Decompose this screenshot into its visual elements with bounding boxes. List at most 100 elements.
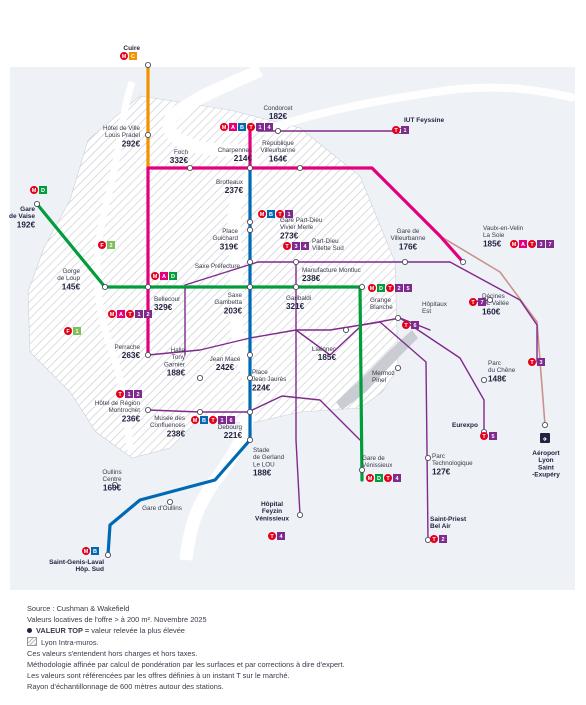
legend-note-4: Rayon d'échantillonnage de 600 mètres au… [27, 682, 224, 692]
line-tram-t3 [257, 261, 538, 363]
legend-note-2: Méthodologie affinée par calcul de pondé… [27, 660, 345, 670]
station-name-bellecour: Bellecour [154, 296, 180, 303]
svg-text:1: 1 [127, 392, 130, 398]
svg-text:5: 5 [406, 286, 409, 292]
legend-note-3: Les valeurs sont référencées par les off… [27, 671, 290, 681]
station-price-condorcet: 182€ [269, 112, 288, 121]
svg-text:4: 4 [279, 534, 283, 540]
svg-text:T: T [278, 212, 282, 218]
badge-a: A [229, 123, 237, 131]
badge-t: T [430, 535, 438, 543]
svg-text:3: 3 [539, 360, 542, 366]
station-marker-stade [246, 436, 253, 443]
svg-text:2: 2 [146, 312, 149, 318]
badge-4: 4 [277, 532, 285, 540]
badge-3: 3 [292, 242, 300, 250]
line-tram-t6 [295, 317, 431, 356]
svg-text:M: M [512, 242, 517, 248]
svg-text:M: M [84, 549, 89, 555]
transit-lines [35, 63, 546, 557]
svg-text:D: D [171, 274, 175, 280]
station-marker-decines [486, 296, 493, 303]
svg-text:3: 3 [294, 244, 297, 250]
svg-text:6: 6 [413, 323, 416, 329]
svg-text:M: M [122, 54, 127, 60]
badge-m: M [108, 310, 116, 318]
badge-m: M [82, 547, 90, 555]
station-name-montluc: Manufacture Montluc [302, 267, 361, 274]
gray-rail-band [336, 330, 418, 410]
badge-m: M [258, 210, 266, 218]
svg-text:T: T [471, 300, 475, 306]
legend-intramuros-text: Lyon Intra-muros. [41, 637, 99, 647]
badge-t: T [386, 284, 394, 292]
svg-text:D: D [41, 188, 45, 194]
station-name-gare_oullins: Gare d'Oullins [142, 505, 182, 512]
svg-text:C: C [131, 54, 135, 60]
station-price-republique: 164€ [269, 154, 288, 163]
station-price-hdv: 292€ [122, 139, 141, 148]
canal-est [258, 83, 576, 136]
badge-c: C [129, 52, 137, 60]
badge-2: 2 [395, 284, 403, 292]
badge-b: B [267, 210, 275, 218]
svg-text:A: A [162, 274, 166, 280]
legend-top-text: valeur relevée la plus élevée [89, 626, 185, 636]
badge-m: M [220, 123, 228, 131]
badge-6: 6 [227, 416, 235, 424]
station-price-parc_techno: 127€ [432, 467, 451, 476]
badge-1: 1 [135, 310, 143, 318]
station-marker-vaulx [459, 258, 466, 265]
badge-d: D [39, 186, 47, 194]
svg-text:T: T [118, 392, 122, 398]
station-marker-montluc [292, 258, 299, 265]
badge-d: D [377, 284, 385, 292]
station-name-jean_mace: Jean Macé [210, 356, 241, 363]
badge-2: 2 [144, 310, 152, 318]
badge-m: M [151, 272, 159, 280]
station-marker-gare_vaise [34, 200, 41, 207]
station-name-foch: Foch [174, 149, 188, 156]
station-marker-garibaldi [292, 283, 299, 290]
station-marker-debourg [246, 408, 253, 415]
svg-text:A: A [231, 125, 235, 131]
line-tram-t4-dieu [295, 261, 301, 516]
badge-1: 1 [401, 126, 409, 134]
station-marker-perrache [144, 351, 151, 358]
badge-1: 1 [285, 210, 293, 218]
badge-a: A [160, 272, 168, 280]
saone-river [93, 80, 136, 451]
line-metro-a [146, 124, 465, 357]
station-price-foch: 332€ [170, 156, 189, 165]
station-price-vaulx: 185€ [483, 239, 502, 248]
station-marker-halle [196, 374, 203, 381]
station-marker-gorge [102, 283, 109, 290]
svg-text:4: 4 [267, 125, 271, 131]
station-marker-mermoz [394, 364, 401, 371]
svg-text:T: T [530, 360, 534, 366]
svg-text:M: M [110, 312, 115, 318]
legend-top: VALEUR TOP = valeur relevée la plus élev… [27, 625, 567, 636]
station-price-part_dieu_vm: 273€ [280, 231, 299, 240]
badge-1: 1 [218, 416, 226, 424]
station-name-brotteaux: Brotteaux [216, 179, 244, 186]
station-marker-hopitaux_est [394, 314, 401, 321]
station-marker-cuire [144, 62, 151, 69]
badge-f: F [98, 241, 106, 249]
badge-1: 1 [125, 390, 133, 398]
